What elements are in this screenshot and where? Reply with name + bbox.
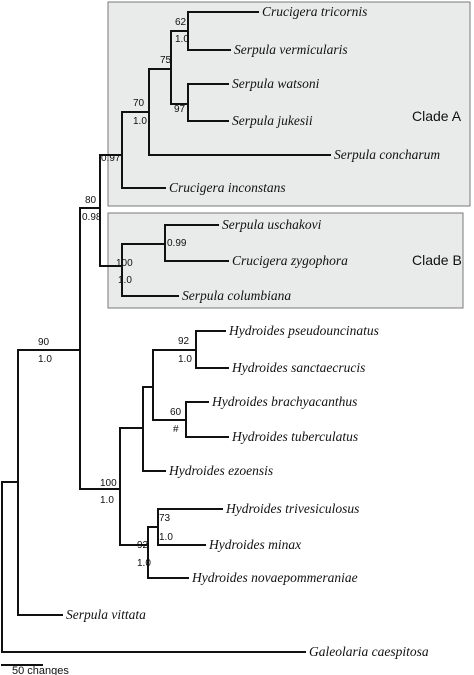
branch-sanctaecrucis	[195, 330, 229, 369]
branch-ezoensis	[142, 386, 166, 472]
clade-a-label: Clade A	[412, 108, 462, 124]
posterior-value: 0.99	[167, 238, 187, 249]
bootstrap-value: 92	[137, 540, 149, 551]
branch-cladeB-stem	[99, 154, 123, 267]
taxon-label: Serpula concharum	[334, 147, 440, 162]
branch-vittata	[17, 349, 63, 616]
bootstrap-value: 97	[174, 104, 186, 115]
taxon-label: Serpula watsoni	[232, 76, 320, 91]
clade-a-box	[107, 1, 471, 207]
bootstrap-value: 75	[160, 55, 172, 66]
bootstrap-value: 80	[85, 195, 97, 206]
posterior-value: 1.0	[178, 354, 192, 365]
scale-bar-label: 50 changes	[12, 665, 69, 675]
bootstrap-value: 100	[100, 478, 117, 489]
taxon-label: Galeolaria caespitosa	[309, 644, 429, 659]
branch-hydroides-stem	[79, 207, 121, 490]
taxon-label: Crucigera inconstans	[169, 180, 286, 195]
support-mark: #	[173, 424, 179, 435]
branch-watsoni-jukesii	[170, 30, 189, 105]
branch-brachy-tuber	[152, 349, 187, 421]
taxon-label: Serpula columbiana	[182, 288, 291, 303]
taxon-label: Serpula jukesii	[232, 113, 313, 128]
posterior-value: 1.0	[137, 558, 151, 569]
branch-galeolaria	[1, 481, 306, 653]
branch-columbiana	[121, 243, 179, 297]
posterior-value: 1.0	[159, 532, 173, 543]
posterior-value: 0.98	[82, 212, 102, 223]
taxon-label: Crucigera zygophora	[232, 253, 348, 268]
posterior-value: 1.0	[133, 116, 147, 127]
branch-minax	[157, 508, 206, 546]
branch-tuberculatus	[185, 401, 229, 438]
taxon-label: Serpula vittata	[66, 607, 146, 622]
branch-jukesii	[187, 83, 229, 122]
branch-vermicularis	[187, 11, 231, 51]
taxon-label: Crucigera tricornis	[262, 4, 367, 19]
bootstrap-value: 62	[175, 17, 187, 28]
support-values: 62 1.0 75 97 70 1.0 0.97 80 0.98 0.99 10…	[38, 17, 192, 569]
taxon-label: Hydroides novaepommeraniae	[191, 570, 358, 585]
branch-concharum	[148, 68, 331, 156]
tree-branches	[1, 11, 331, 666]
branch-hydroides-b	[119, 427, 149, 546]
branch-zygophora	[164, 224, 229, 262]
posterior-value: 1.0	[100, 495, 114, 506]
bootstrap-value: 100	[116, 258, 133, 269]
taxon-label: Hydroides tuberculatus	[231, 429, 358, 444]
taxon-label: Hydroides brachyacanthus	[211, 394, 357, 409]
taxon-labels: Crucigera tricornis Serpula vermicularis…	[66, 4, 440, 659]
bootstrap-value: 70	[133, 98, 145, 109]
clade-b-label: Clade B	[412, 252, 462, 268]
branch-inconstans	[121, 111, 166, 189]
bootstrap-value: 92	[178, 336, 190, 347]
bootstrap-value: 90	[38, 337, 50, 348]
taxon-label: Hydroides pseudouncinatus	[228, 323, 379, 338]
taxon-label: Serpula uschakovi	[222, 217, 322, 232]
posterior-value: 0.97	[101, 153, 121, 164]
taxon-label: Serpula vermicularis	[234, 42, 348, 57]
posterior-value: 1.0	[175, 34, 189, 45]
posterior-value: 1.0	[118, 275, 132, 286]
posterior-value: 1.0	[38, 354, 52, 365]
bootstrap-value: 73	[159, 513, 171, 524]
taxon-label: Hydroides trivesiculosus	[225, 501, 359, 516]
branch-novaepommeraniae	[147, 526, 189, 579]
taxon-label: Hydroides sanctaecrucis	[231, 360, 365, 375]
taxon-label: Hydroides ezoensis	[168, 463, 273, 478]
bootstrap-value: 60	[170, 407, 182, 418]
taxon-label: Hydroides minax	[208, 537, 301, 552]
